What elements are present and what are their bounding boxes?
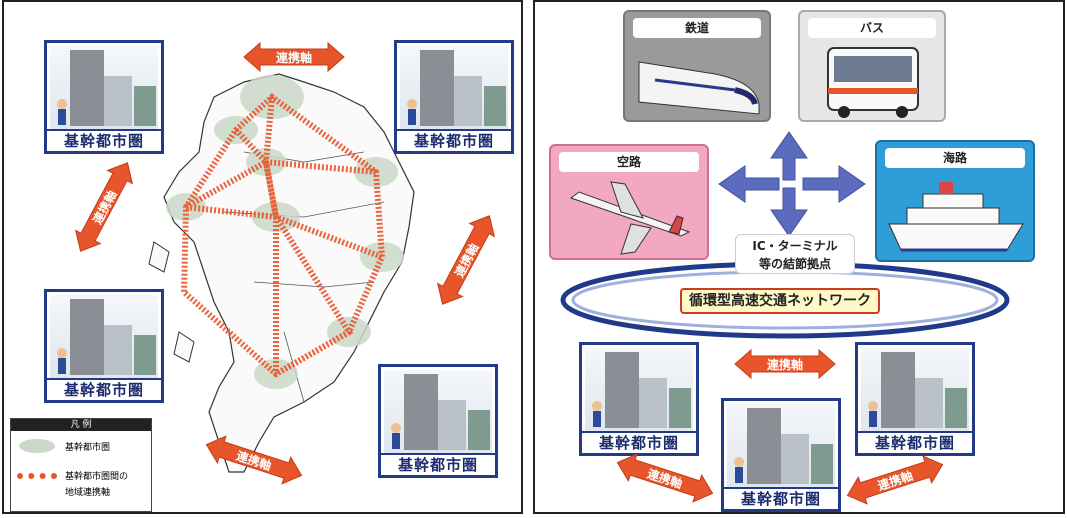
legend-axis-swatch — [17, 473, 57, 485]
city-label: 基幹都市圏 — [724, 487, 838, 509]
legend-title: 凡 例 — [11, 419, 151, 431]
city-block-mid-left: 基幹都市圏 — [44, 289, 164, 403]
axis-line — [233, 127, 377, 175]
island-west-1 — [148, 241, 170, 273]
linkage-axes — [180, 93, 386, 378]
bus-icon — [827, 47, 919, 118]
mode-rail: 鉄道 — [623, 10, 771, 122]
city-label: 基幹都市圏 — [381, 453, 495, 475]
legend-item-metro: 基幹都市圏 — [65, 443, 111, 453]
axis-line — [184, 157, 280, 221]
city-illustration — [400, 46, 508, 129]
right-panel-transport-network: 鉄道 バス 空路 海路 — [533, 0, 1065, 514]
mode-rail-title: 鉄道 — [633, 18, 761, 38]
kyushu-outline — [163, 73, 415, 473]
city-label: 基幹都市圏 — [47, 129, 161, 151]
mode-bus-title: バス — [808, 18, 936, 38]
airplane-icon — [569, 181, 691, 255]
city-label: 基幹都市圏 — [397, 129, 511, 151]
city-block-center: 基幹都市圏 — [721, 398, 841, 512]
prefecture-lines — [223, 151, 385, 403]
mode-bus: バス — [798, 10, 946, 122]
city-illustration — [585, 348, 693, 431]
city-illustration — [50, 295, 158, 378]
city-illustration — [861, 348, 969, 431]
axis-line — [262, 96, 384, 260]
mode-air: 空路 — [549, 144, 709, 260]
metro-area — [360, 242, 404, 272]
city-label: 基幹都市圏 — [858, 431, 972, 453]
train-icon — [638, 61, 760, 115]
city-label: 基幹都市圏 — [47, 378, 161, 400]
city-illustration — [50, 46, 158, 129]
legend-item-axis-line1: 基幹都市圏間の — [65, 472, 129, 482]
hub-line2: 等の結節拠点 — [758, 257, 831, 271]
legend-metro-swatch — [19, 439, 55, 453]
city-block-left: 基幹都市圏 — [579, 342, 699, 456]
mode-sea-title: 海路 — [885, 148, 1025, 168]
city-block-top-left: 基幹都市圏 — [44, 40, 164, 154]
city-block-bottom-right: 基幹都市圏 — [378, 364, 498, 478]
legend: 凡 例 基幹都市圏 基幹都市圏間の 地域連携軸 — [10, 418, 152, 512]
island-west-2 — [173, 331, 195, 363]
hub-line1: IC・ターミナル — [752, 239, 838, 253]
hub-label: IC・ターミナル 等の結節拠点 — [735, 234, 855, 274]
city-label: 基幹都市圏 — [582, 431, 696, 453]
axis-line — [273, 215, 354, 377]
ship-icon — [888, 182, 1024, 252]
city-block-right: 基幹都市圏 — [855, 342, 975, 456]
legend-item-axis-line2: 地域連携軸 — [65, 488, 111, 498]
kyushu-map — [148, 73, 415, 473]
city-illustration — [384, 370, 492, 453]
city-illustration — [727, 404, 835, 487]
mode-sea: 海路 — [875, 140, 1035, 262]
left-panel-kyushu-map: 基幹都市圏 基幹都市圏 基幹都市圏 基幹都市圏 連携軸 連携軸 — [2, 0, 523, 514]
city-block-top-right: 基幹都市圏 — [394, 40, 514, 154]
network-label: 循環型高速交通ネットワーク — [680, 288, 880, 314]
mode-air-title: 空路 — [559, 152, 699, 172]
